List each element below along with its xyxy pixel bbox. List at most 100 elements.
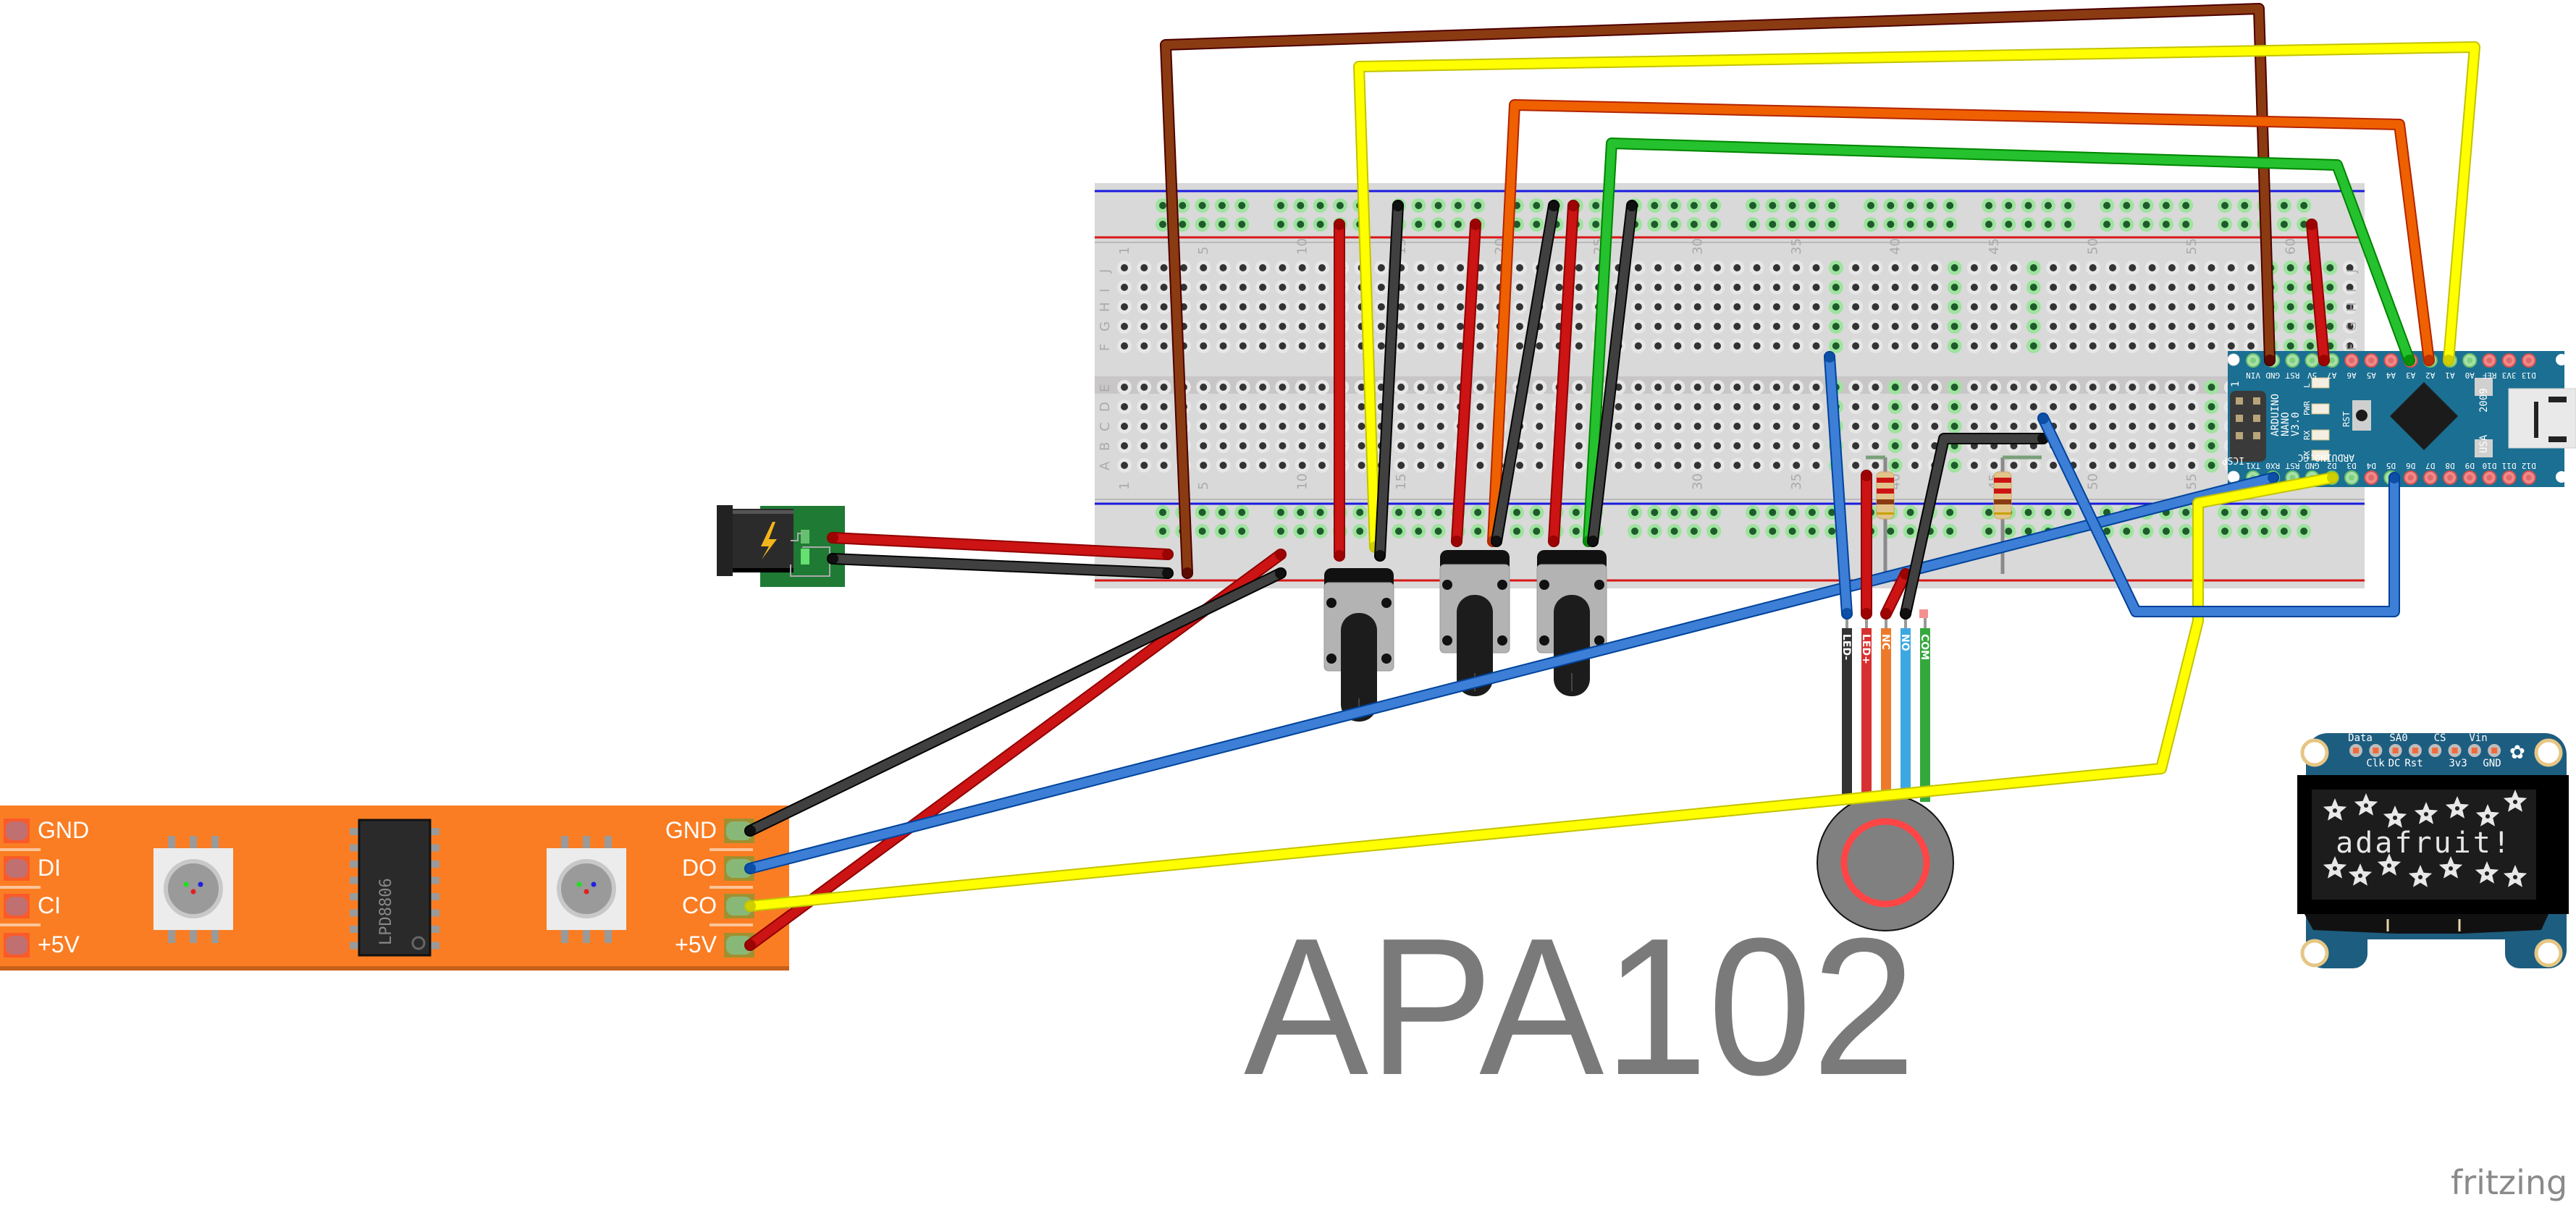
potentiometer-3[interactable] — [1536, 550, 1607, 696]
wire-end[interactable] — [744, 939, 756, 951]
chip-pin — [428, 942, 439, 950]
wire-end[interactable] — [2268, 472, 2279, 483]
wire-end[interactable] — [1548, 200, 1560, 211]
wire-end[interactable] — [2423, 355, 2435, 366]
resistor-body — [1993, 471, 2012, 520]
wire-pot1-gnd-core[interactable] — [1376, 201, 1402, 560]
oled-screen-text: adafruit! — [2336, 826, 2512, 860]
wire-end[interactable] — [2404, 355, 2415, 366]
wire-end[interactable] — [744, 825, 756, 837]
wire-end[interactable] — [2318, 355, 2330, 366]
wire-end[interactable] — [827, 553, 838, 565]
pin-label: D4 — [2366, 461, 2376, 470]
wire-end[interactable] — [1587, 536, 1599, 547]
wire-a0-core[interactable] — [1355, 43, 2479, 551]
resistor-1 — [1866, 455, 1895, 574]
pin-label: D12 — [2522, 461, 2536, 470]
resistor-band — [1994, 478, 2011, 483]
wire-end[interactable] — [1900, 608, 1911, 620]
year-label: 2009 — [2478, 388, 2490, 413]
pot-shaft[interactable] — [1341, 613, 1377, 722]
led-pin — [211, 836, 219, 850]
button-lead-label: COM — [1919, 634, 1930, 660]
wire-button-nc-core[interactable] — [1882, 570, 1910, 618]
wire-jack-positive-core[interactable] — [828, 533, 1172, 559]
pot-screw — [1381, 654, 1392, 664]
wire-end[interactable] — [2388, 472, 2400, 483]
wire-pot2-vcc-core[interactable] — [1452, 220, 1480, 546]
pot-shaft[interactable] — [1554, 595, 1590, 696]
wire-end[interactable] — [1567, 200, 1579, 211]
wire-button-no-core[interactable] — [1901, 434, 2047, 618]
wire-end[interactable] — [2037, 413, 2049, 424]
led-pin — [583, 929, 590, 943]
wire-pot3-vcc-core[interactable] — [1549, 201, 1578, 546]
wire-end[interactable] — [1334, 550, 1345, 562]
row-label: E — [1098, 384, 1113, 392]
reset-button-cap[interactable] — [2356, 410, 2367, 421]
wire-end[interactable] — [1841, 608, 1853, 620]
strip-pad-label: DO — [682, 855, 717, 881]
column-label: 35 — [1789, 473, 1804, 490]
wire-end[interactable] — [1861, 608, 1872, 620]
wire-end[interactable] — [1470, 219, 1481, 230]
button-lead — [1842, 628, 1852, 802]
wire-pot2-gnd-core[interactable] — [1492, 201, 1558, 546]
wire-end[interactable] — [1374, 550, 1386, 562]
wire-button-led-core[interactable] — [1825, 352, 1851, 618]
potentiometer-2[interactable] — [1439, 550, 1510, 696]
wire-end[interactable] — [1626, 200, 1638, 211]
wire-d5-core[interactable] — [2039, 414, 2399, 616]
wire-end[interactable] — [1861, 470, 1872, 481]
resistor-body — [1876, 471, 1895, 520]
wire-end[interactable] — [1824, 351, 1835, 363]
mounting-hole — [2556, 471, 2567, 483]
country-label: USA — [2478, 434, 2490, 453]
wire-end[interactable] — [1334, 219, 1345, 230]
row-label: G — [1098, 321, 1113, 331]
wire-end[interactable] — [744, 900, 756, 912]
chip-pin — [428, 828, 439, 835]
wire-end[interactable] — [827, 532, 838, 544]
wire-end[interactable] — [1162, 549, 1174, 560]
wire-end[interactable] — [1548, 536, 1560, 547]
wire-end[interactable] — [2327, 472, 2339, 483]
wire-end[interactable] — [1880, 608, 1892, 620]
wire-end[interactable] — [744, 863, 756, 874]
potentiometer-1[interactable] — [1323, 568, 1394, 722]
wire-strip-data-core[interactable] — [746, 473, 2278, 873]
wire-end[interactable] — [2443, 355, 2454, 366]
wire-end[interactable] — [1392, 200, 1404, 211]
wire-gnd-to-nano-core[interactable] — [1161, 4, 2274, 578]
column-label: 1 — [1117, 482, 1132, 490]
wire-end[interactable] — [2306, 219, 2318, 230]
chip-pin — [350, 828, 361, 835]
pin-label: D11 — [2502, 461, 2517, 470]
wire-end[interactable] — [2264, 355, 2276, 366]
wire-a1-core[interactable] — [1489, 101, 2433, 546]
wire-pot3-gnd-core[interactable] — [1588, 201, 1636, 546]
wire-jack-ground-core[interactable] — [828, 554, 1172, 578]
unconnected-pin — [1919, 609, 1928, 618]
wire-end[interactable] — [1275, 549, 1287, 560]
led-green-die — [183, 881, 189, 887]
strip-pad-label: GND — [665, 817, 717, 843]
strip-pad-label: DI — [38, 855, 61, 881]
wire-end[interactable] — [1182, 567, 1193, 579]
chip-pin — [350, 893, 361, 900]
wire-end[interactable] — [1275, 567, 1287, 579]
wire-end[interactable] — [1451, 536, 1462, 547]
wire-a2-core[interactable] — [1584, 139, 2414, 546]
chip-pin — [428, 876, 439, 884]
wire-strip-gnd-core[interactable] — [746, 569, 1285, 835]
pot-shaft[interactable] — [1457, 595, 1493, 696]
wire-end[interactable] — [1162, 567, 1174, 579]
led-red-die — [584, 889, 589, 895]
wire-end[interactable] — [1491, 536, 1502, 547]
wire-strip-clock-core[interactable] — [746, 473, 2337, 910]
wire-5v-to-rail-core[interactable] — [2307, 220, 2328, 365]
column-label: 40 — [1888, 238, 1903, 255]
button-lead — [1920, 628, 1930, 802]
pot-screw — [1594, 635, 1604, 646]
